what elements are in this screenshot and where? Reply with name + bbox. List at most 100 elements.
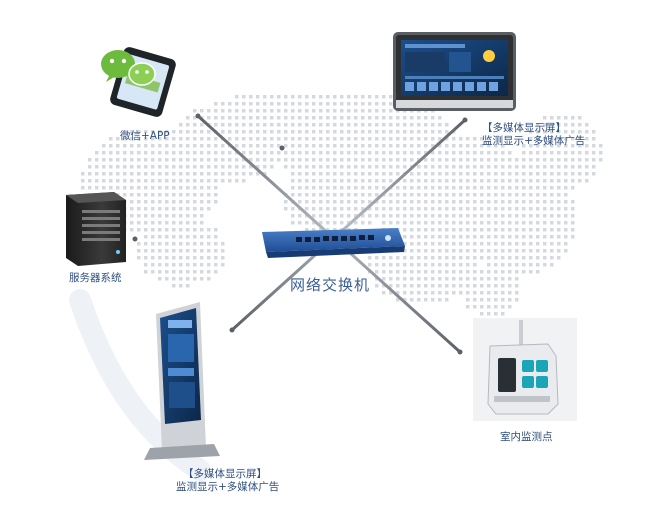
map-dot bbox=[417, 172, 421, 176]
indoor-monitor-device[interactable] bbox=[473, 318, 577, 421]
map-dot bbox=[543, 165, 547, 169]
map-dot bbox=[438, 137, 442, 141]
wechat-icon bbox=[101, 50, 156, 86]
map-dot bbox=[438, 200, 442, 204]
map-dot bbox=[193, 172, 197, 176]
map-dot bbox=[550, 200, 554, 204]
map-dot bbox=[354, 193, 358, 197]
map-dot bbox=[543, 116, 547, 120]
map-dot bbox=[291, 186, 295, 190]
map-dot bbox=[200, 179, 204, 183]
server-tower[interactable] bbox=[66, 192, 126, 266]
map-dot bbox=[137, 165, 141, 169]
map-dot bbox=[382, 137, 386, 141]
map-dot bbox=[508, 165, 512, 169]
map-dot bbox=[417, 186, 421, 190]
map-dot bbox=[480, 277, 484, 281]
map-dot bbox=[193, 165, 197, 169]
map-dot bbox=[403, 123, 407, 127]
map-dot bbox=[431, 151, 435, 155]
map-dot bbox=[571, 116, 575, 120]
map-dot bbox=[179, 137, 183, 141]
map-dot bbox=[158, 256, 162, 260]
map-dot bbox=[564, 207, 568, 211]
map-dot bbox=[368, 193, 372, 197]
map-dot bbox=[291, 207, 295, 211]
map-dot bbox=[557, 235, 561, 239]
map-dot bbox=[130, 137, 134, 141]
map-dot bbox=[326, 144, 330, 148]
map-dot bbox=[564, 130, 568, 134]
map-dot bbox=[347, 144, 351, 148]
map-dot bbox=[550, 158, 554, 162]
map-dot bbox=[431, 172, 435, 176]
map-dot bbox=[466, 291, 470, 295]
map-dot bbox=[235, 179, 239, 183]
map-dot bbox=[221, 249, 225, 253]
map-dot bbox=[515, 291, 519, 295]
map-dot bbox=[410, 228, 414, 232]
map-dot bbox=[102, 165, 106, 169]
map-dot bbox=[417, 144, 421, 148]
map-dot bbox=[445, 235, 449, 239]
map-dot bbox=[186, 207, 190, 211]
map-dot bbox=[130, 193, 134, 197]
map-dot bbox=[375, 200, 379, 204]
map-dot bbox=[382, 109, 386, 113]
network-switch[interactable] bbox=[262, 228, 405, 258]
map-dot bbox=[550, 186, 554, 190]
map-dot bbox=[361, 214, 365, 218]
map-dot bbox=[214, 256, 218, 260]
map-dot bbox=[522, 214, 526, 218]
map-dot bbox=[452, 277, 456, 281]
map-dot bbox=[431, 158, 435, 162]
map-dot bbox=[550, 130, 554, 134]
map-dot bbox=[347, 116, 351, 120]
map-dot bbox=[305, 207, 309, 211]
map-dot bbox=[389, 270, 393, 274]
map-dot bbox=[291, 158, 295, 162]
map-dot bbox=[291, 221, 295, 225]
map-dot bbox=[452, 172, 456, 176]
map-dot bbox=[193, 109, 197, 113]
map-dot bbox=[459, 270, 463, 274]
map-dot bbox=[361, 172, 365, 176]
map-dot bbox=[214, 137, 218, 141]
map-dot bbox=[193, 235, 197, 239]
map-dot bbox=[431, 298, 435, 302]
map-dot bbox=[277, 130, 281, 134]
map-dot bbox=[193, 179, 197, 183]
kiosk-display[interactable] bbox=[144, 302, 220, 460]
map-dot bbox=[109, 137, 113, 141]
map-dot bbox=[368, 144, 372, 148]
wall-display-device[interactable] bbox=[393, 32, 516, 111]
map-dot bbox=[564, 242, 568, 246]
map-dot bbox=[501, 277, 505, 281]
map-dot bbox=[375, 151, 379, 155]
map-dot bbox=[515, 214, 519, 218]
map-dot bbox=[445, 130, 449, 134]
map-dot bbox=[459, 151, 463, 155]
map-dot bbox=[424, 186, 428, 190]
map-dot bbox=[403, 193, 407, 197]
map-dot bbox=[291, 214, 295, 218]
map-dot bbox=[361, 200, 365, 204]
map-dot bbox=[480, 186, 484, 190]
map-dot bbox=[179, 186, 183, 190]
map-dot bbox=[522, 193, 526, 197]
map-dot bbox=[144, 179, 148, 183]
map-dot bbox=[368, 102, 372, 106]
map-dot bbox=[214, 228, 218, 232]
map-dot bbox=[459, 249, 463, 253]
map-dot bbox=[123, 158, 127, 162]
map-dot bbox=[571, 158, 575, 162]
map-dot bbox=[417, 193, 421, 197]
map-dot bbox=[431, 193, 435, 197]
map-dot bbox=[508, 235, 512, 239]
map-dot bbox=[382, 207, 386, 211]
map-dot bbox=[389, 200, 393, 204]
map-dot bbox=[158, 221, 162, 225]
map-dot bbox=[438, 256, 442, 260]
map-dot bbox=[480, 228, 484, 232]
map-dot bbox=[284, 116, 288, 120]
